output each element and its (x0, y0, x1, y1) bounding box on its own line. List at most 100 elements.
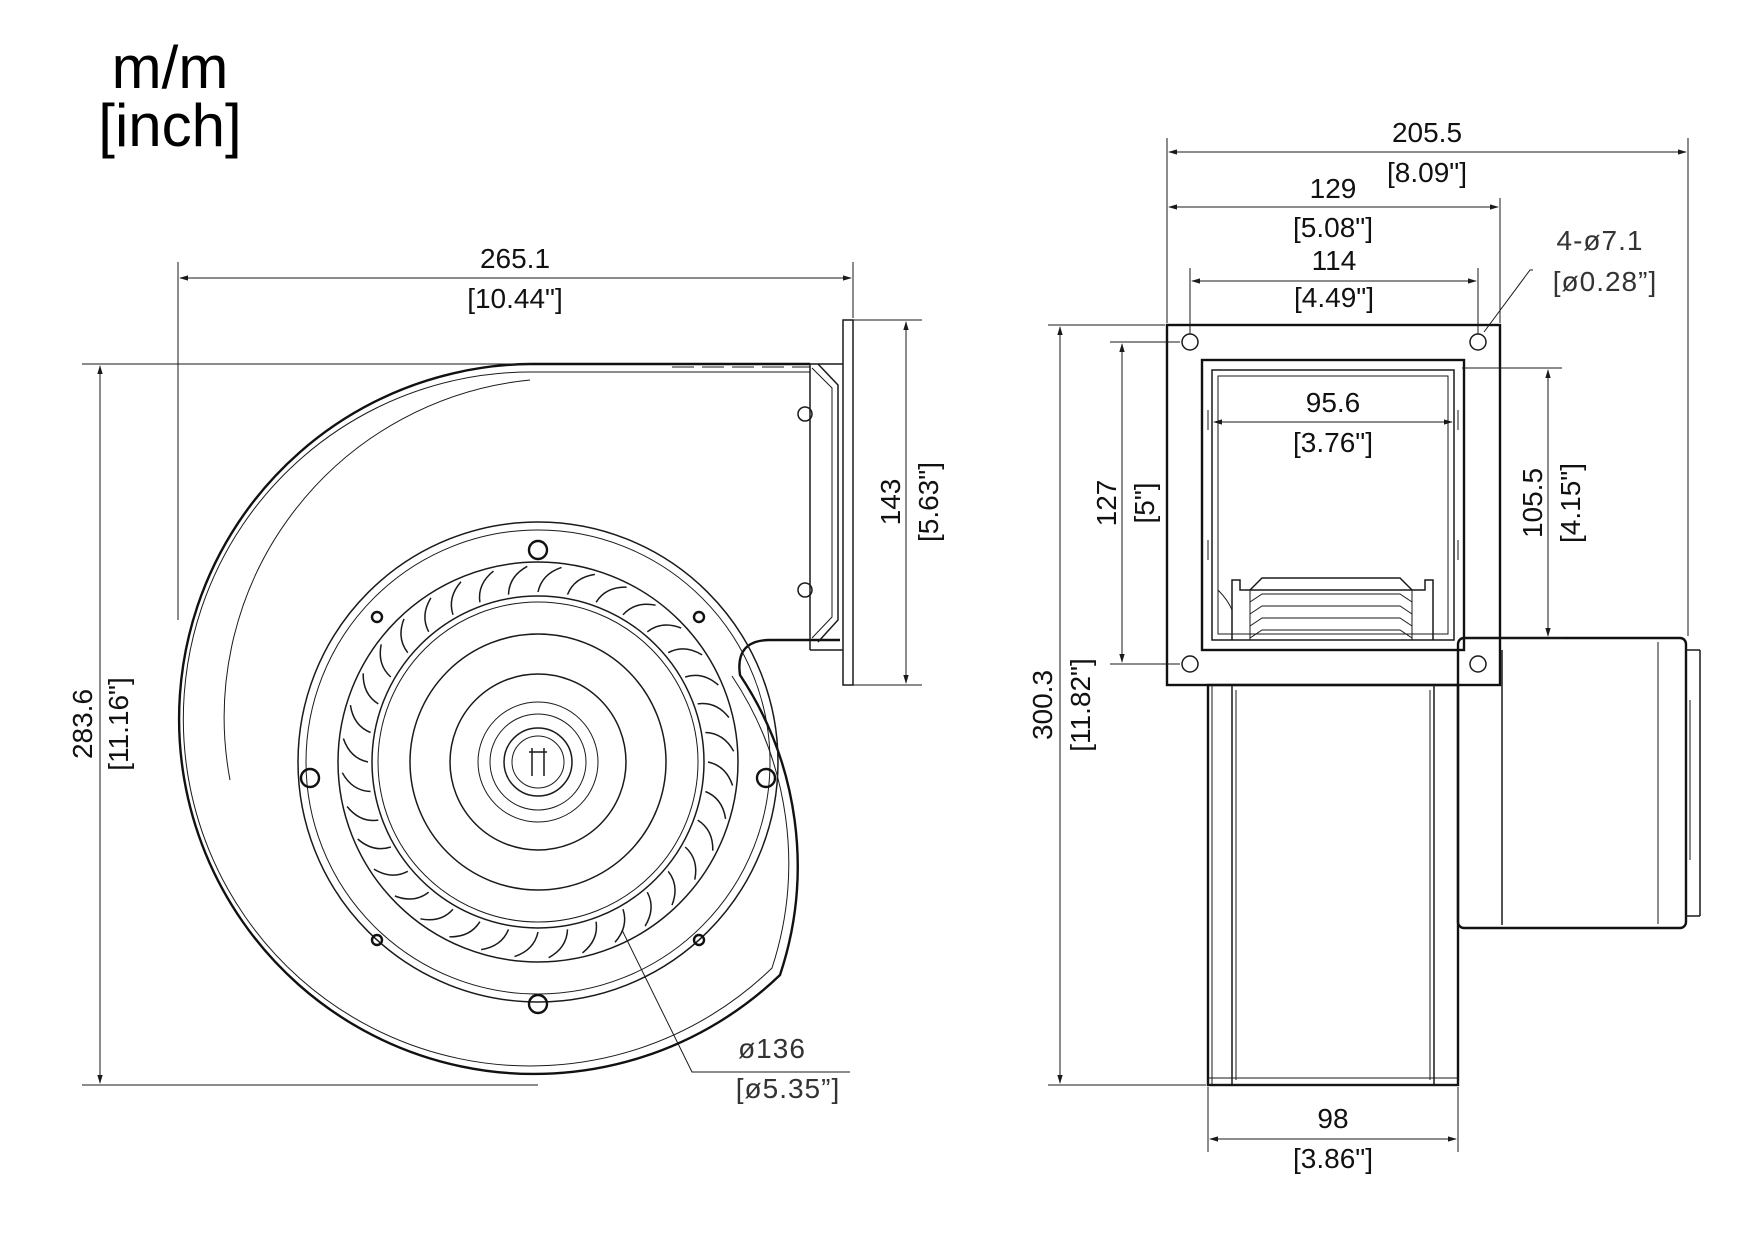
impeller-blade (705, 790, 727, 820)
dim-143-inch: [5.63"] (913, 462, 944, 542)
impeller-blade (684, 674, 719, 686)
dim-95-inch: [3.76"] (1293, 427, 1373, 458)
impeller-blade (394, 891, 430, 900)
dimension-205: 205.5 [8.09"] (1166, 117, 1689, 636)
dim-114-inch: [4.49"] (1294, 282, 1374, 313)
impeller-blade (705, 731, 735, 752)
scroll-housing-inner-edge-2 (223, 379, 531, 781)
mount-hole-icon (755, 767, 777, 789)
motor-body (1456, 636, 1701, 930)
dimension-300: 300.3 [11.82"] (1027, 324, 1206, 1086)
impeller-blade (537, 566, 562, 593)
impeller-blade (667, 870, 676, 906)
side-impeller-blades (1217, 577, 1434, 640)
flange-hole-icon (1181, 655, 1199, 673)
dimension-95: 95.6 [3.76"] (1213, 387, 1453, 458)
scroll-housing-inner-edge (182, 371, 810, 1067)
impeller-blade (514, 931, 539, 958)
screw-hole-icon (692, 610, 706, 624)
dimension-98: 98 [3.86"] (1207, 1087, 1459, 1174)
dim-136-inch: [ø5.35”] (736, 1073, 840, 1104)
mount-hole-icon (527, 539, 549, 561)
impeller-blade (644, 891, 652, 927)
impeller-blade (507, 565, 528, 595)
dimension-width-265: 265.1 [10.44"] (177, 243, 854, 620)
impeller-blade (373, 868, 409, 876)
flange-hole-icon (1469, 333, 1487, 351)
dimension-outlet-143: 143 [5.63"] (853, 319, 944, 686)
dimension-127: 127 [5"] (1091, 341, 1180, 665)
dim-127-inch: [5"] (1129, 482, 1160, 523)
screw-hole-icon (370, 610, 384, 624)
impeller-blade (449, 921, 481, 938)
dim-105-mm: 105.5 (1517, 468, 1548, 538)
dimension-114: 114 [4.49"] (1189, 245, 1479, 334)
impeller-blade (400, 618, 409, 654)
impeller-blade (707, 761, 734, 786)
impeller-blade (548, 929, 569, 959)
dim-136-mm: ø136 (738, 1033, 806, 1064)
dim-105-inch: [4.15"] (1555, 463, 1586, 543)
impeller-blade (424, 597, 432, 633)
flange-hole-icon (1181, 333, 1199, 351)
dimension-129: 129 [5.08"] (1168, 173, 1501, 323)
dim-129-inch: [5.08"] (1293, 212, 1373, 243)
dim-283-mm: 283.6 (67, 689, 98, 759)
impeller-blade (349, 704, 371, 734)
motor-hub (409, 633, 667, 891)
dim-300-inch: [11.82"] (1065, 658, 1096, 752)
dimension-height-283: 283.6 [11.16"] (67, 363, 538, 1086)
dim-143-mm: 143 (875, 479, 906, 526)
outlet-opening (1200, 358, 1466, 652)
outlet-flange (797, 319, 854, 686)
impeller-blade (450, 581, 462, 616)
dim-283-inch: [11.16"] (103, 677, 134, 771)
motor-mount-plate (297, 521, 779, 1015)
unit-label-mm: m/m (111, 34, 229, 101)
impeller-blade (566, 573, 596, 595)
impeller-blade (480, 929, 510, 951)
impeller (337, 561, 739, 963)
impeller-blade (646, 624, 682, 633)
impeller-blades (341, 565, 735, 959)
impeller-blade (595, 586, 627, 603)
leader-impeller-diameter: ø136 [ø5.35”] (621, 929, 850, 1104)
dim-205-inch: [8.09"] (1387, 157, 1467, 188)
dim-98-inch: [3.86"] (1293, 1143, 1373, 1174)
dim-holes-mm: 4-ø7.1 (1557, 225, 1644, 256)
dim-holes-inch: [ø0.28”] (1553, 266, 1657, 297)
dim-205-mm: 205.5 (1392, 117, 1462, 148)
dim-95-mm: 95.6 (1306, 387, 1361, 418)
impeller-blade (420, 908, 454, 921)
impeller-blade (346, 806, 379, 822)
impeller-blade (342, 738, 369, 763)
side-flange (1165, 323, 1502, 687)
unit-label-inch: [inch] (98, 92, 242, 159)
impeller-blade (478, 570, 494, 603)
dim-114-mm: 114 (1312, 245, 1357, 276)
flange-hole-icon (1469, 655, 1487, 673)
side-housing (1206, 683, 1460, 1087)
impeller-blade (341, 772, 371, 793)
mount-hole-icon (299, 767, 321, 789)
impeller-blade (697, 702, 730, 718)
mount-hole-icon (527, 993, 549, 1015)
impeller-blade (614, 908, 626, 943)
screw-hole-icon (692, 933, 706, 947)
front-view: 265.1 [10.44"] 283.6 [11.16"] 143 [5.63"… (67, 243, 944, 1104)
impeller-blade (379, 644, 392, 678)
screw-hole-icon (370, 933, 384, 947)
dim-127-mm: 127 (1091, 480, 1122, 527)
impeller-blade (357, 838, 392, 850)
leader-mounting-holes: 4-ø7.1 [ø0.28”] (1483, 225, 1657, 333)
side-view: 205.5 [8.09"] 129 [5.08"] 114 [4.49"] 95… (1027, 117, 1701, 1174)
impeller-blade (667, 648, 703, 656)
impeller-blade (362, 673, 379, 705)
dim-98-mm: 98 (1317, 1103, 1348, 1134)
impeller-blade (622, 603, 656, 616)
scroll-housing-outline (177, 362, 840, 1076)
dim-300-mm: 300.3 (1027, 670, 1058, 740)
impeller-blade (582, 921, 598, 954)
impeller-blade (684, 846, 697, 880)
